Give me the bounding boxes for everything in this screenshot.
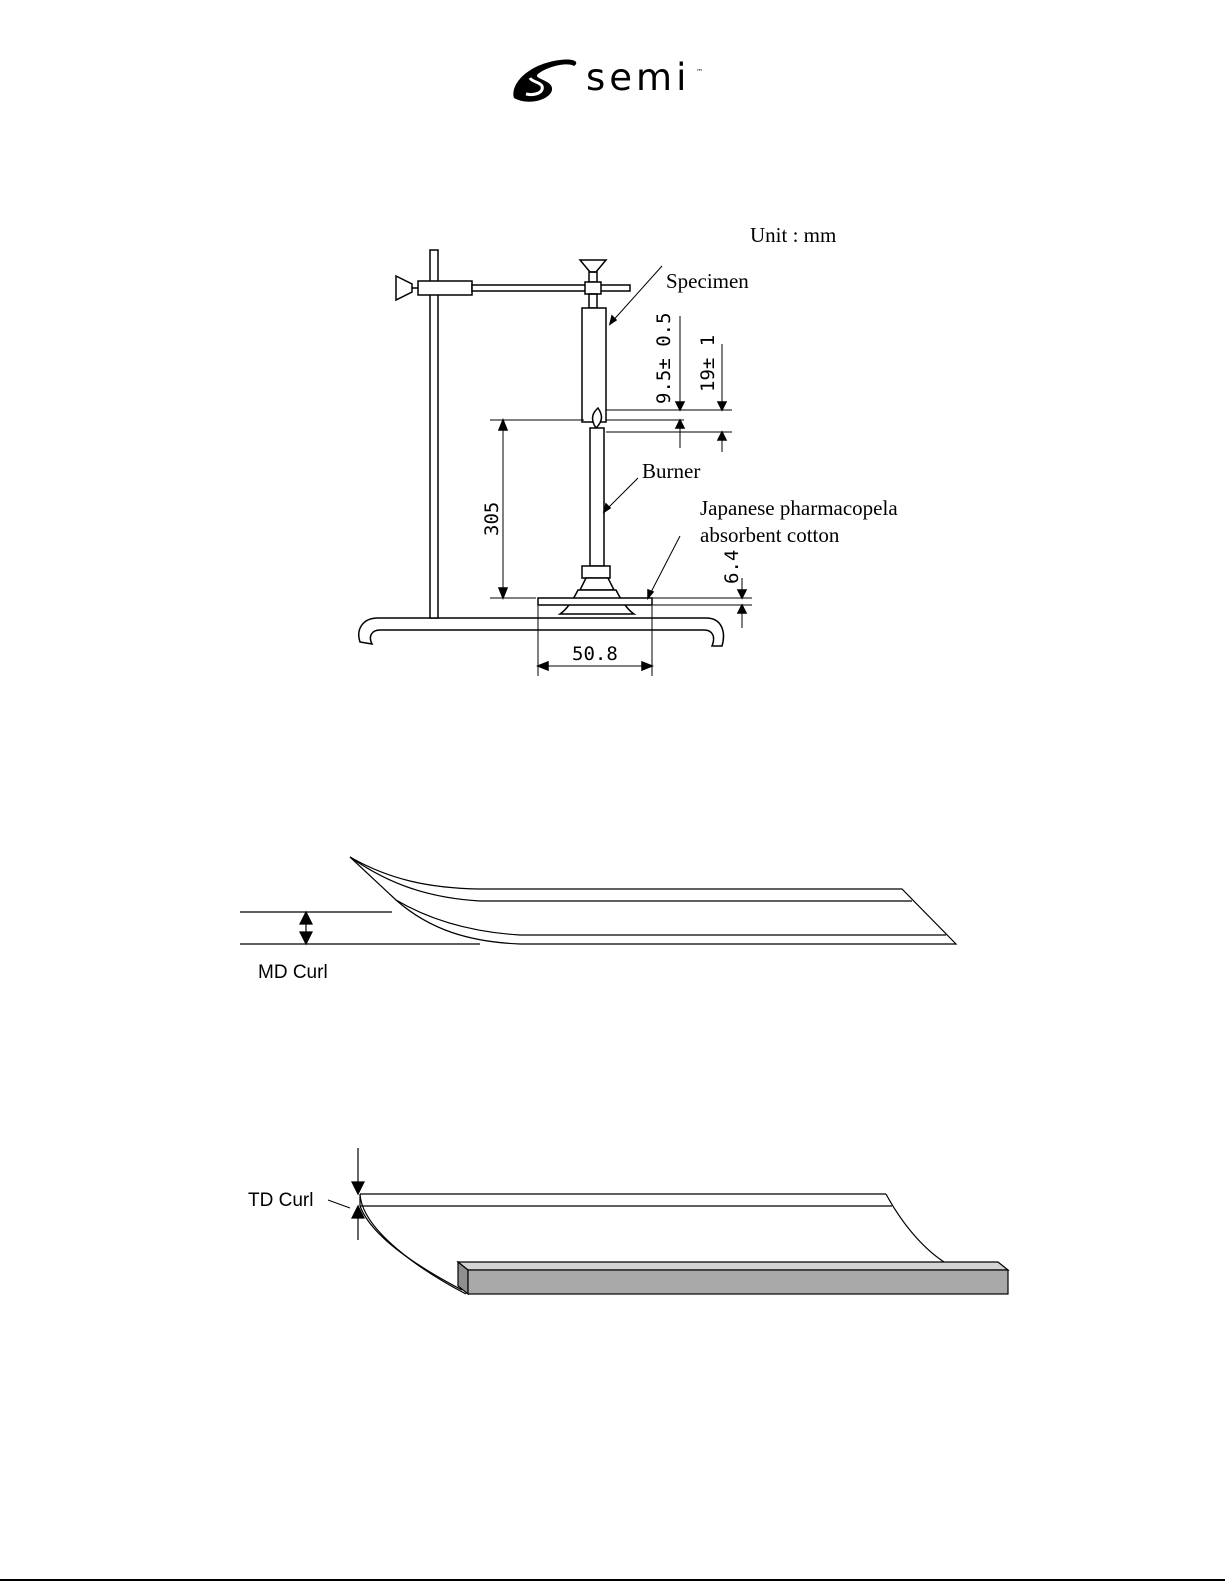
specimen-label: Specimen [666,269,749,293]
dimension-cotton-thickness: 6.4 [721,550,743,584]
stand-rod [430,250,438,618]
burner-tube [590,428,604,566]
specimen [582,308,606,422]
stand-base [359,618,724,646]
dimension-flame-gap: 9.5± 0.5 [653,312,675,404]
dimension-flame-height: 19± 1 [697,335,719,392]
clamp-arm [472,285,630,291]
clamp-bosshead [418,281,472,295]
dimension-height: 305 [481,502,503,536]
footer-rule [0,1579,1225,1581]
support-bar [458,1262,1008,1294]
td-curl-label: TD Curl [248,1190,313,1211]
burner-label: Burner [642,459,700,483]
cotton-pad [538,598,652,605]
unit-label: Unit : mm [750,223,836,247]
dimension-cotton-width: 50.8 [572,643,618,665]
cotton-label-line1: Japanese pharmacopela [700,496,898,520]
cotton-label-line2: absorbent cotton [700,523,840,547]
md-curl-diagram [240,857,956,944]
md-curl-label: MD Curl [258,962,328,983]
